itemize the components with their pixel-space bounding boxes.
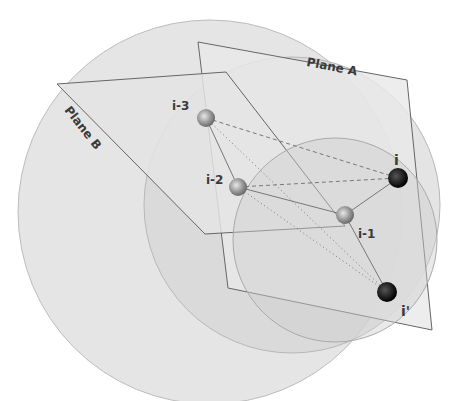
small-sphere — [233, 138, 437, 342]
atom — [197, 109, 215, 127]
label: i-2 — [206, 174, 223, 186]
atom — [388, 168, 408, 188]
label: i' — [401, 304, 410, 318]
bonds — [206, 118, 398, 292]
label: i — [394, 153, 399, 167]
label: i-1 — [358, 228, 375, 240]
atom — [229, 178, 247, 196]
atom — [377, 282, 397, 302]
atom — [336, 206, 354, 224]
label: i-3 — [172, 100, 189, 112]
